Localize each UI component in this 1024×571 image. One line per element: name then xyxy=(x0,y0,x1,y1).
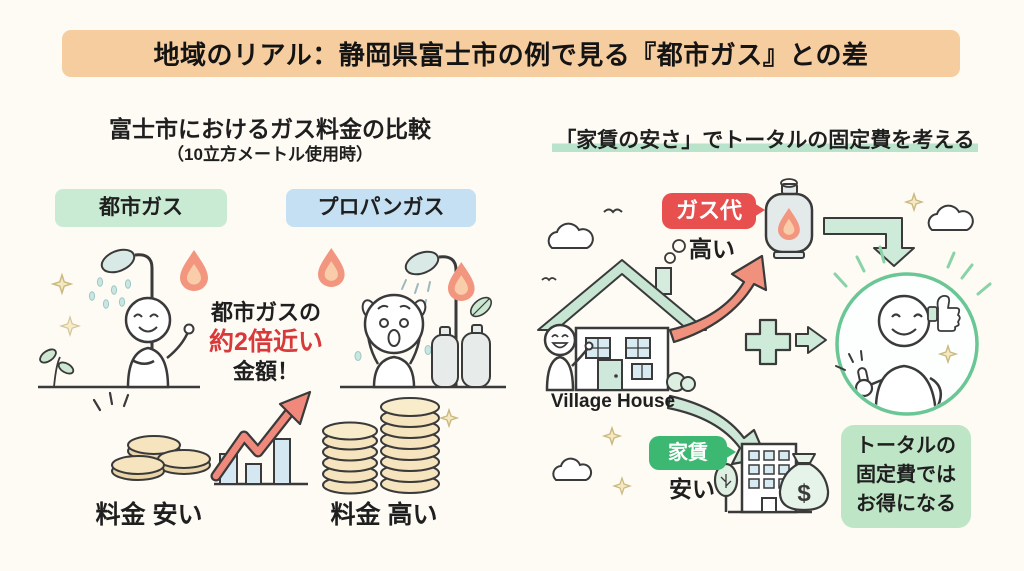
sparkle-icon xyxy=(905,193,923,211)
window-icon xyxy=(625,337,651,359)
house-icon xyxy=(537,239,707,392)
gas-cost-bubble: ガス代 xyxy=(662,193,765,229)
rising-cost-chart-icon xyxy=(210,390,312,486)
right-heading: 「家賃の安さ」でトータルの固定費を考える xyxy=(530,124,1000,154)
distressed-person-icon xyxy=(354,293,432,389)
village-house-caption: Village House xyxy=(550,391,676,412)
cloud-icon xyxy=(547,222,594,249)
shower-icon xyxy=(393,250,458,387)
price-note: 都市ガスの 約2倍近い 金額！ xyxy=(191,299,341,386)
flame-icon xyxy=(180,250,208,291)
sparkle-icon xyxy=(440,409,458,427)
note-line: 金額！ xyxy=(232,359,299,384)
cloud-icon xyxy=(927,204,974,231)
cloud-icon xyxy=(552,457,593,481)
propane-price-caption: 料金 高い xyxy=(330,501,438,529)
happy-person-icon xyxy=(124,296,195,389)
thumbs-up-person-icon xyxy=(854,294,943,412)
fixed-cost-diagram: $ xyxy=(537,178,992,514)
city-gas-price-caption: 料金 安い xyxy=(95,501,203,529)
happy-result-circle xyxy=(833,245,992,416)
money-chart-illustration xyxy=(92,390,458,495)
red-curved-arrow-icon xyxy=(668,254,768,344)
waving-person-icon xyxy=(543,323,594,392)
propane-tank-icon xyxy=(461,324,491,388)
conclusion-box: トータルの 固定費では お得になる xyxy=(841,425,971,528)
sparkle-icon xyxy=(60,316,80,336)
shower-scenes-illustration xyxy=(38,248,506,389)
bush-icon xyxy=(666,372,696,392)
left-heading: 富士市におけるガス料金の比較 xyxy=(109,116,431,142)
emphasis-dashes-icon xyxy=(92,391,130,412)
title-banner: 地域のリアル：静岡県富士市の例で見る『都市ガス』との差 xyxy=(62,30,960,77)
door-icon xyxy=(597,359,623,391)
elbow-arrow-icon xyxy=(823,217,915,267)
rising-arrow-icon xyxy=(210,390,312,482)
plant-icon xyxy=(39,348,75,388)
coin-stacks-icon xyxy=(322,397,440,495)
sparkle-icon xyxy=(613,477,631,495)
bird-icon xyxy=(603,208,623,214)
right-arrow-icon xyxy=(795,326,827,354)
door-icon xyxy=(761,497,777,513)
propane-tank-icon xyxy=(764,178,814,259)
bird-icon xyxy=(541,277,557,282)
rent-caption: 安い xyxy=(669,476,715,502)
conclusion-line: トータルの xyxy=(856,435,956,457)
note-line: 都市ガスの xyxy=(210,300,321,325)
note-highlight: 約2倍近い xyxy=(209,328,323,356)
shower-icon xyxy=(88,248,154,387)
flame-icon xyxy=(318,248,345,287)
glow-dashes-icon xyxy=(833,245,992,296)
coin-pile-icon xyxy=(111,435,211,481)
city-gas-badge: 都市ガス xyxy=(55,189,227,227)
left-subheading: （10立方メートル使用時） xyxy=(167,145,373,164)
water-drops-icon xyxy=(88,277,132,309)
conclusion-line: お得になる xyxy=(856,493,956,515)
propane-tank-icon xyxy=(431,326,459,388)
propane-gas-badge: プロパンガス xyxy=(286,189,476,227)
emphasis-dashes-icon xyxy=(835,350,863,371)
thumbs-up-icon xyxy=(927,294,961,332)
window-icon xyxy=(631,363,653,380)
gas-cost-caption: 高い xyxy=(689,236,735,262)
money-bag-icon: $ xyxy=(778,453,830,512)
sparkle-icon xyxy=(52,274,72,294)
flame-icon xyxy=(448,262,475,301)
dollar-sign: $ xyxy=(797,480,811,507)
sparkle-icon xyxy=(603,427,621,445)
right-heading-text: 「家賃の安さ」でトータルの固定費を考える xyxy=(552,129,978,152)
rent-bubble: 家賃 xyxy=(649,436,736,470)
plus-icon xyxy=(744,318,792,366)
conclusion-line: 固定費では xyxy=(856,464,956,486)
leaf-icon xyxy=(469,296,493,318)
